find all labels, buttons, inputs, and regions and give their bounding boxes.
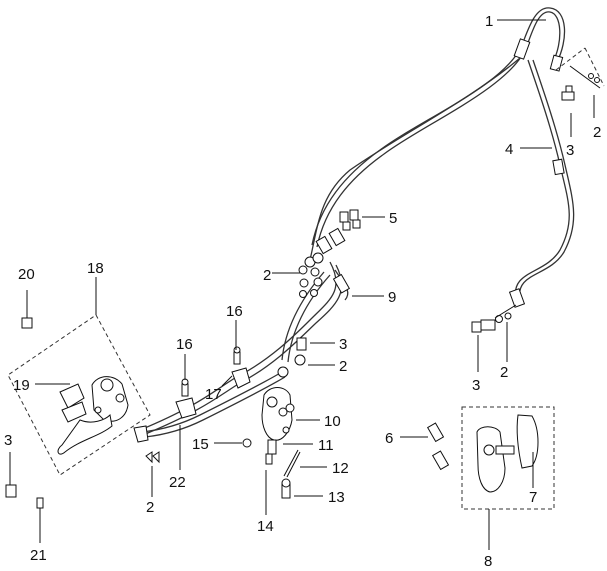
callout-4: 4: [505, 141, 513, 158]
washer-15: [242, 438, 252, 448]
brake-pads: [516, 414, 539, 469]
lower-right-fittings: [471, 304, 517, 333]
washers-lower-left: [145, 451, 160, 464]
callout-16-lower: 16: [176, 336, 193, 353]
callout-labels: 1 2 2 2 2 2 3 3 3 3 4 5 6 7 8 9 10 11 12…: [4, 13, 601, 570]
brake-hose-main: [139, 57, 521, 436]
callout-11: 11: [318, 437, 334, 454]
callout-21: 21: [30, 547, 47, 564]
callout-15: 15: [192, 436, 209, 453]
callout-18: 18: [87, 260, 104, 277]
callout-13: 13: [328, 489, 345, 506]
callout-6: 6: [385, 430, 393, 447]
callout-2-upper-right: 2: [593, 124, 601, 141]
bolt-20: [21, 290, 33, 329]
pad-pins: [426, 422, 450, 471]
callout-3-master: 3: [339, 336, 347, 353]
hose-bracket-upper: [231, 346, 251, 389]
callout-8: 8: [484, 553, 492, 570]
callout-19: 19: [13, 377, 30, 394]
callout-2-junction: 2: [263, 267, 271, 284]
master-cylinder-fittings: [277, 337, 307, 378]
junction-fittings: [298, 209, 361, 298]
callout-10: 10: [324, 413, 341, 430]
brake-hose-9: [332, 269, 351, 301]
brake-hose-22: [133, 371, 286, 443]
clevis-pin: [281, 478, 291, 499]
callout-3-left: 3: [4, 432, 12, 449]
brake-pad-box: [461, 406, 555, 510]
cotter-pin: [283, 449, 301, 478]
callout-9: 9: [388, 289, 396, 306]
bleeder-21: [36, 497, 44, 509]
callout-20: 20: [18, 266, 35, 283]
callout-2-master: 2: [339, 358, 347, 375]
leader-lines: [9, 19, 595, 550]
upper-right-fittings: [555, 47, 605, 101]
front-brake-caliper: [476, 426, 515, 493]
brake-master-cylinder: [261, 387, 295, 465]
callout-2-lower-left: 2: [146, 499, 154, 516]
bolt-3-left: [5, 484, 17, 498]
callout-5: 5: [389, 210, 397, 227]
rear-brake-caliper: [57, 376, 129, 455]
callout-22: 22: [169, 474, 186, 491]
callout-2-lower-right: 2: [500, 364, 508, 381]
callout-16-upper: 16: [226, 303, 243, 320]
hose-bracket-lower: [175, 378, 197, 419]
brake-hose-4: [508, 59, 575, 308]
callout-7: 7: [529, 489, 537, 506]
callout-17: 17: [205, 386, 222, 403]
callout-14: 14: [257, 518, 274, 535]
callout-1: 1: [485, 13, 493, 30]
callout-3-lower-right: 3: [472, 377, 480, 394]
brake-hose-1: [311, 7, 566, 248]
callout-12: 12: [332, 460, 349, 477]
callout-3-upper-right: 3: [566, 142, 574, 159]
